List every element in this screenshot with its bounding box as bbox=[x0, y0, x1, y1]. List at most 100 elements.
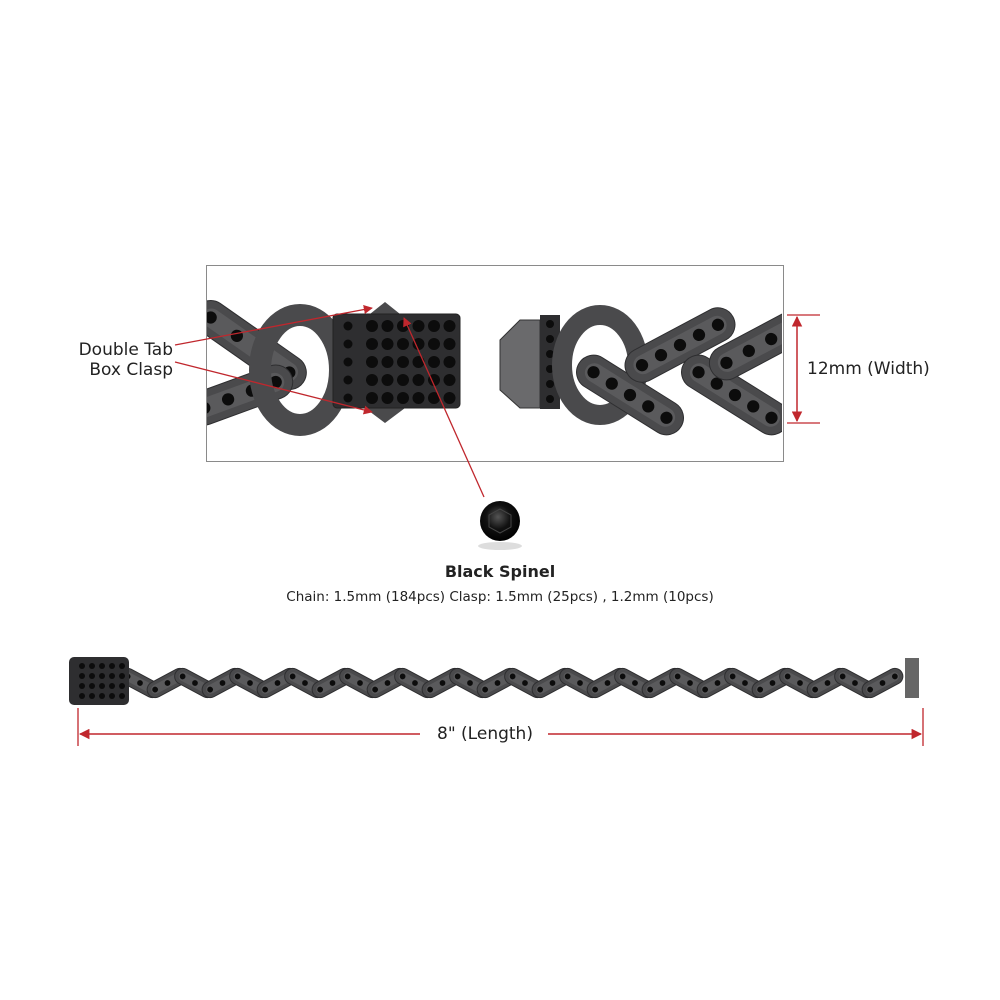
stone-setting bbox=[137, 680, 143, 686]
chain-link-inset bbox=[207, 308, 299, 382]
clasp-stone bbox=[99, 673, 105, 679]
stone-setting bbox=[329, 680, 336, 686]
stone-setting bbox=[522, 680, 528, 686]
clasp-stone bbox=[89, 673, 95, 679]
bracelet-clasp-tongue bbox=[905, 658, 919, 698]
clasp-stone bbox=[343, 375, 353, 385]
bracelet-link bbox=[861, 667, 904, 699]
stone-setting bbox=[742, 680, 748, 686]
length-label: 8" (Length) bbox=[437, 724, 533, 744]
chain-link bbox=[576, 354, 684, 436]
stone-setting bbox=[412, 680, 418, 686]
chain-link-inset bbox=[717, 318, 782, 372]
stone-setting bbox=[692, 328, 706, 342]
stone-setting bbox=[207, 686, 214, 693]
clasp-stone bbox=[343, 339, 353, 349]
stone-setting bbox=[344, 673, 351, 680]
chain-link bbox=[681, 354, 782, 436]
clasp-stone bbox=[546, 395, 554, 403]
clasp-stone bbox=[546, 380, 554, 388]
clasp-stone bbox=[109, 693, 115, 699]
stone-setting bbox=[587, 366, 600, 379]
stone-setting bbox=[659, 680, 666, 686]
stone-setting bbox=[728, 388, 742, 402]
clasp-stone bbox=[546, 365, 554, 373]
stone-setting bbox=[164, 680, 171, 686]
stone-setting bbox=[207, 401, 211, 415]
stone-setting bbox=[262, 686, 269, 693]
stone-setting bbox=[494, 680, 501, 686]
clasp-stone bbox=[119, 683, 125, 689]
stone-setting bbox=[509, 673, 516, 680]
clasp-stone bbox=[366, 356, 378, 368]
clasp-stone bbox=[381, 374, 394, 386]
stone-setting bbox=[619, 673, 626, 680]
clasp-stone bbox=[412, 392, 425, 404]
stone-setting bbox=[399, 673, 406, 680]
stone-setting bbox=[234, 673, 241, 680]
stone-setting bbox=[482, 686, 489, 693]
clasp-label-line1: Double Tab bbox=[78, 340, 173, 360]
stone-setting bbox=[647, 686, 654, 693]
stone-setting bbox=[785, 319, 802, 336]
stone-setting bbox=[357, 680, 363, 686]
stone-setting bbox=[207, 311, 217, 324]
stone-setting bbox=[604, 680, 611, 686]
stone-setting bbox=[577, 680, 583, 686]
stone-setting bbox=[654, 348, 668, 362]
clasp-stone bbox=[428, 392, 440, 404]
clasp-stone bbox=[546, 335, 554, 343]
clasp-stone bbox=[412, 374, 425, 386]
stone-setting bbox=[439, 680, 446, 686]
clasp-stone bbox=[381, 392, 394, 404]
stone-setting bbox=[192, 680, 198, 686]
clasp-stone bbox=[381, 338, 394, 350]
stone-setting bbox=[879, 680, 886, 686]
stone-setting bbox=[729, 673, 736, 680]
stone-setting bbox=[839, 673, 846, 680]
stone-setting bbox=[635, 359, 649, 372]
clasp-stone bbox=[397, 338, 409, 350]
clasp-stone bbox=[366, 320, 378, 332]
clasp-stone bbox=[443, 392, 456, 404]
clasp-pointer-bottom bbox=[174, 361, 373, 415]
clasp-stone bbox=[109, 663, 115, 669]
stone-setting bbox=[152, 686, 159, 693]
stone-setting bbox=[867, 686, 874, 693]
black-spinel-gem-icon bbox=[480, 501, 520, 541]
clasp-stone bbox=[89, 683, 95, 689]
clasp-stone bbox=[79, 663, 85, 669]
clasp-stone bbox=[366, 392, 378, 404]
stone-setting bbox=[592, 686, 599, 693]
stone-setting bbox=[623, 388, 637, 402]
full-bracelet-image bbox=[69, 657, 919, 705]
stone-setting bbox=[317, 686, 324, 693]
clasp-stone bbox=[397, 356, 409, 368]
stone-setting bbox=[289, 673, 296, 680]
stone-setting bbox=[537, 686, 544, 693]
clasp-stone bbox=[546, 350, 554, 358]
stone-setting bbox=[247, 680, 253, 686]
clasp-stone bbox=[99, 683, 105, 689]
stone-setting bbox=[219, 680, 226, 686]
stone-setting bbox=[812, 686, 819, 693]
clasp-label-line2: Box Clasp bbox=[89, 360, 173, 380]
stone-setting bbox=[372, 686, 379, 693]
stone-setting bbox=[179, 673, 186, 680]
clasp-stone bbox=[343, 321, 353, 331]
stone-setting bbox=[427, 686, 434, 693]
stone-details: Chain: 1.5mm (184pcs) Clasp: 1.5mm (25pc… bbox=[286, 589, 714, 605]
stone-setting bbox=[564, 673, 571, 680]
clasp-stone bbox=[343, 357, 353, 367]
clasp-stone bbox=[99, 693, 105, 699]
stone-setting bbox=[605, 377, 618, 390]
stone-setting bbox=[720, 356, 733, 369]
clasp-stone bbox=[366, 374, 378, 386]
stone-setting bbox=[765, 332, 778, 346]
clasp-stone bbox=[381, 320, 394, 332]
stone-setting bbox=[714, 680, 721, 686]
clasp-stone bbox=[443, 338, 456, 350]
stone-setting bbox=[549, 680, 556, 686]
stone-setting bbox=[891, 673, 898, 680]
